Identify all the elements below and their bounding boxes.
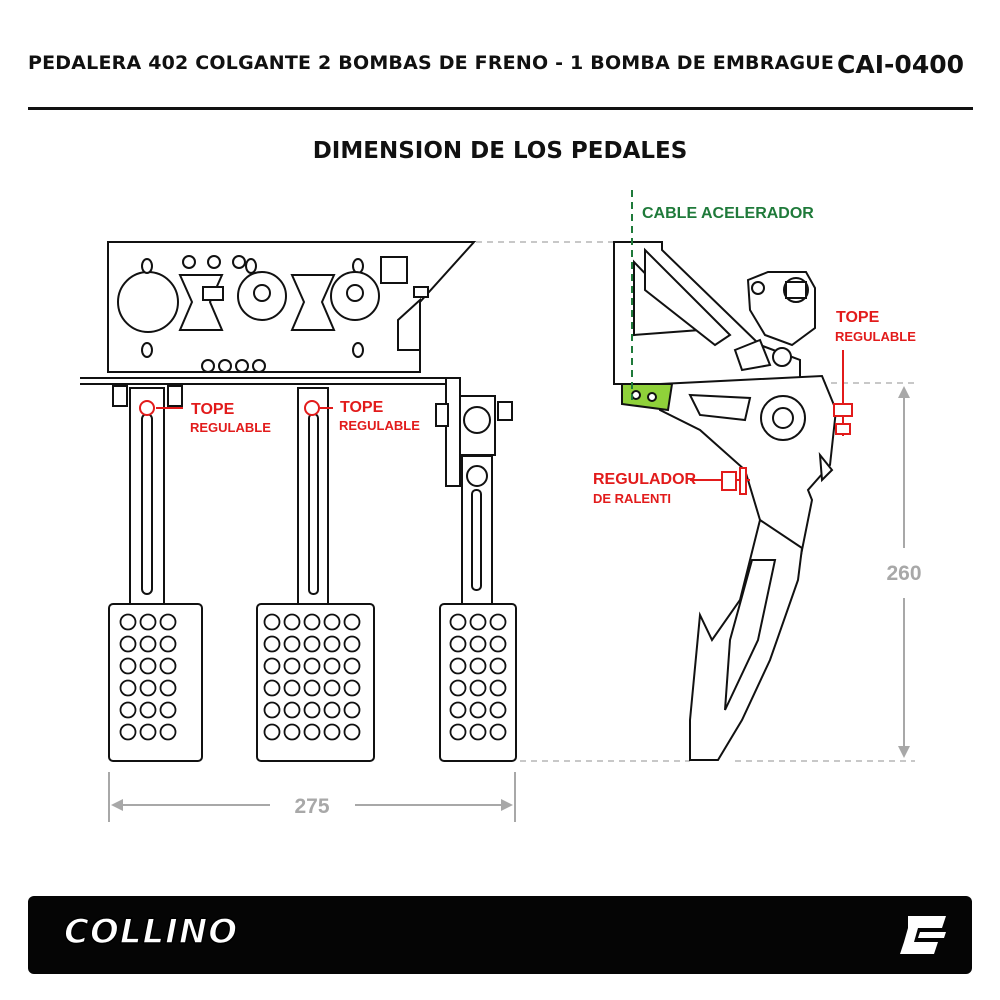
header-divider bbox=[28, 107, 973, 110]
regulador-label: REGULADOR bbox=[593, 471, 697, 488]
height-dimension bbox=[898, 386, 910, 758]
extension-lines bbox=[476, 241, 915, 762]
tope-marker-middle bbox=[304, 400, 333, 416]
regulador-marker bbox=[690, 467, 750, 495]
brand-logo: COLLINO bbox=[63, 911, 239, 953]
regulable-label-left: REGULABLE bbox=[190, 420, 271, 435]
tope-label-middle: TOPE bbox=[340, 399, 384, 416]
ralenti-label: DE RALENTI bbox=[593, 491, 671, 506]
tope-label-left: TOPE bbox=[191, 401, 235, 418]
width-dimension-value: 275 bbox=[294, 795, 329, 818]
footer-banner: COLLINO bbox=[28, 896, 972, 974]
width-dimension bbox=[108, 772, 516, 822]
section-title: DIMENSION DE LOS PEDALES bbox=[312, 138, 688, 164]
regulable-label-middle: REGULABLE bbox=[339, 418, 420, 433]
height-dimension-value: 260 bbox=[886, 562, 921, 585]
tope-marker-left bbox=[139, 400, 183, 416]
document-title: PEDALERA 402 COLGANTE 2 BOMBAS DE FRENO … bbox=[28, 52, 835, 74]
side-view bbox=[613, 241, 838, 761]
tope-label-side: TOPE bbox=[836, 309, 880, 326]
cable-label: CABLE ACELERADOR bbox=[642, 205, 814, 222]
tope-marker-side bbox=[833, 350, 853, 436]
product-code: CAI-0400 bbox=[837, 50, 964, 79]
pad-holes bbox=[119, 613, 507, 741]
brand-emblem-icon bbox=[900, 916, 946, 954]
regulable-label-side: REGULABLE bbox=[835, 329, 916, 344]
